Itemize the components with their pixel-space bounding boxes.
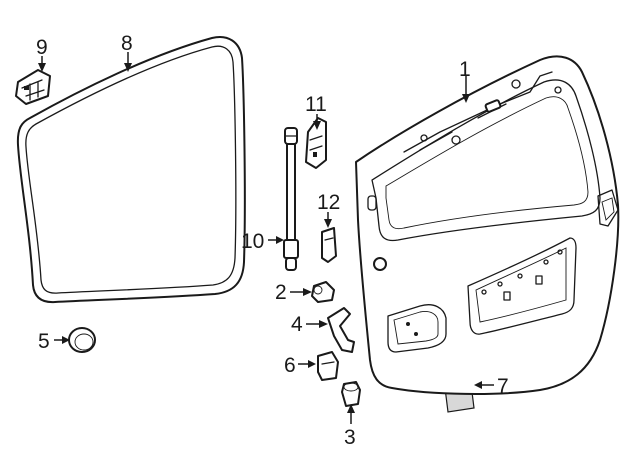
callout-5: 5 (38, 330, 50, 353)
callout-6: 6 (284, 354, 296, 377)
callout-12: 12 (317, 191, 340, 214)
weatherstrip-seal[interactable] (16, 36, 246, 304)
liftgate-panel[interactable] (355, 55, 620, 395)
callout-3: 3 (344, 426, 356, 449)
callout-4: 4 (291, 313, 303, 336)
round-plug[interactable] (68, 327, 96, 353)
rubber-stop-part-3[interactable] (341, 381, 361, 407)
bumper-part-2[interactable] (311, 281, 335, 303)
callout-9: 9 (36, 36, 48, 59)
callout-1: 1 (459, 58, 471, 81)
callout-2: 2 (275, 281, 287, 304)
clip-part-9[interactable] (15, 69, 51, 105)
bracket-part-4[interactable] (327, 307, 355, 353)
callout-10: 10 (241, 230, 264, 253)
bracket-part-11[interactable] (305, 117, 327, 169)
callout-11: 11 (305, 93, 327, 116)
cover-part-6[interactable] (317, 351, 339, 381)
lift-support-strut[interactable] (283, 127, 299, 271)
bracket-part-12[interactable] (321, 227, 337, 263)
callout-leaders (38, 52, 494, 424)
callout-8: 8 (121, 32, 133, 55)
callout-7: 7 (497, 375, 509, 398)
